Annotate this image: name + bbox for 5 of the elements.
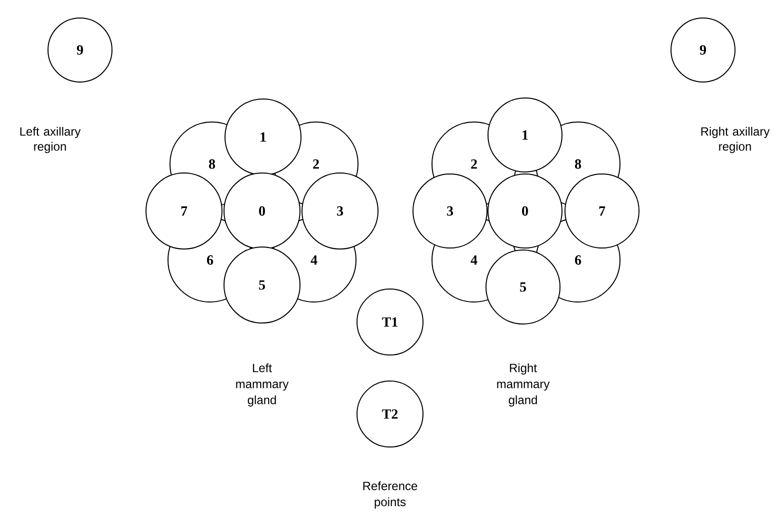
region-label: Right mammary gland [497,363,550,407]
region-label: Left mammary gland [236,363,289,407]
region-label: Reference points [363,481,418,509]
region-label: Right axillary region [701,126,770,154]
region-label: Left axillary region [20,126,81,154]
